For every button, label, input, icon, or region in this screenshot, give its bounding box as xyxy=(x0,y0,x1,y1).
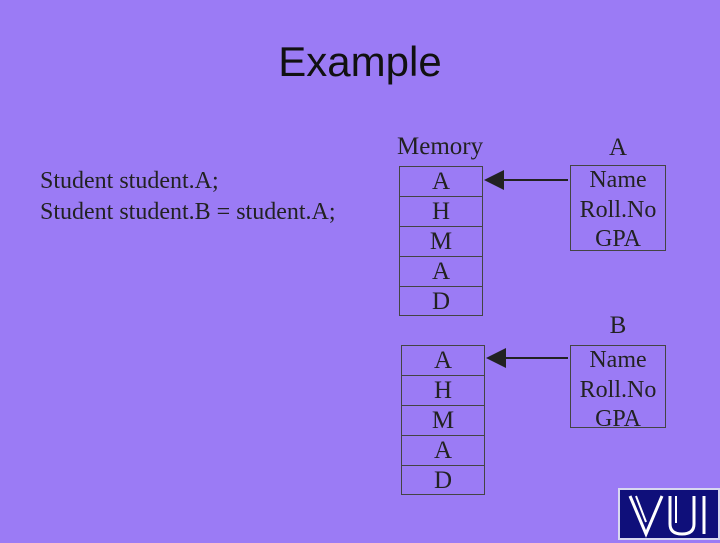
object-field: Roll.No xyxy=(579,376,657,403)
memory-cell: H xyxy=(399,196,483,226)
memory-cell: D xyxy=(401,465,485,495)
code-line-1: Student student.A; xyxy=(40,168,219,194)
slide-title: Example xyxy=(278,38,442,85)
memory-block-a: A H M A D xyxy=(399,166,483,316)
memory-cell: A xyxy=(401,345,485,375)
memory-cell: A xyxy=(399,166,483,196)
vu-logo-icon xyxy=(628,495,706,538)
memory-cell: M xyxy=(401,405,485,435)
memory-cell: A xyxy=(401,435,485,465)
memory-cell: M xyxy=(399,226,483,256)
memory-cell: A xyxy=(399,256,483,286)
code-block: Student student.A; Student student.B = s… xyxy=(40,166,336,228)
code-line-2: Student student.B = student.A; xyxy=(40,199,336,225)
object-field: GPA xyxy=(595,226,641,252)
object-field: GPA xyxy=(595,406,641,432)
object-b-label: B xyxy=(609,312,627,339)
memory-cell: D xyxy=(399,286,483,316)
memory-cell: H xyxy=(401,375,485,405)
memory-label: Memory xyxy=(397,133,484,160)
object-b-box: Name Roll.No GPA xyxy=(570,345,666,432)
object-a-box: Name Roll.No GPA xyxy=(570,165,666,252)
object-field: Name xyxy=(589,167,647,193)
memory-block-b: A H M A D xyxy=(401,345,485,495)
vu-logo xyxy=(618,488,720,540)
object-a-label: A xyxy=(608,134,628,161)
object-field: Name xyxy=(589,347,647,373)
object-field: Roll.No xyxy=(579,196,657,223)
